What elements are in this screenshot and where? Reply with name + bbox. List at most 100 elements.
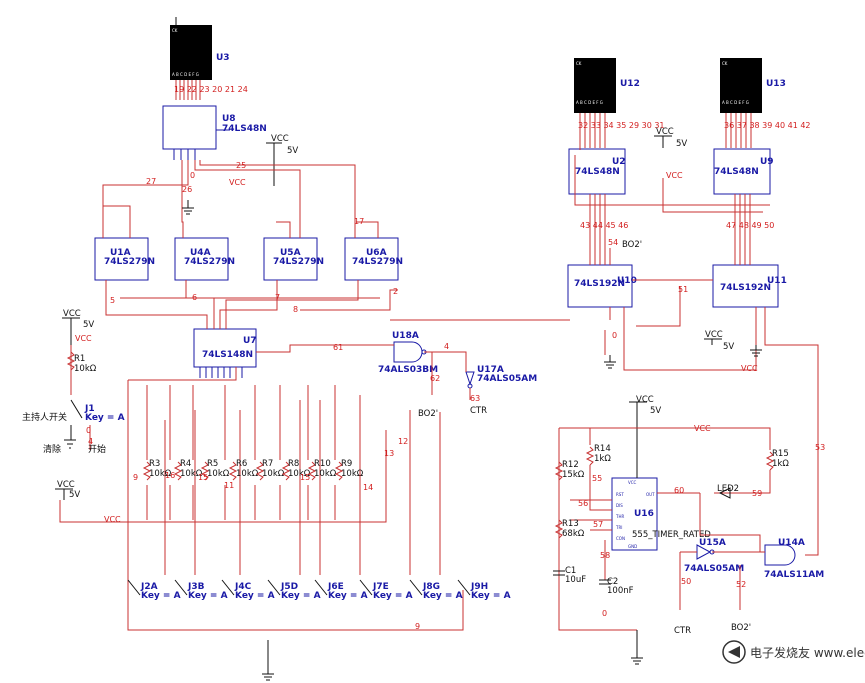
svg-text:CON: CON — [616, 536, 625, 541]
gate-ref: U17A — [477, 365, 504, 375]
resistor-ref: R9 — [341, 459, 352, 469]
display-pins: A B C D E F G — [722, 100, 749, 105]
resistor-ref: R12 — [562, 460, 579, 470]
gate-part: 74ALS05AM — [684, 564, 744, 574]
resistor-value: 10kΩ — [180, 469, 203, 479]
net-number: 0 — [190, 171, 195, 180]
vcc-node-top: VCC 5V — [266, 134, 298, 186]
svg-text:CK: CK — [172, 28, 178, 33]
resistor-ref: R13 — [562, 519, 579, 529]
display-nets: 32 33 34 35 29 30 31 — [578, 121, 665, 130]
net-number: 51 — [678, 285, 688, 294]
vcc-node-left: VCC 5V — [55, 480, 80, 500]
display-u13: CK A B C D E F G U13 36 37 38 39 40 41 4… — [720, 58, 811, 148]
vcc-node-timer: VCC 5V — [629, 395, 661, 478]
resistor-ref: R5 — [207, 459, 218, 469]
latch-u4a: U4A 74LS279N — [174, 237, 235, 281]
clear-label: 清除 — [43, 443, 61, 455]
signal-label: BO2' — [418, 409, 438, 419]
net-number: 0 — [602, 609, 607, 618]
switch-key: Key = A — [141, 591, 181, 601]
capacitor-ref: C2 — [607, 577, 618, 587]
net-number: 53 — [815, 443, 825, 452]
gate-u15a: U15A 74ALS05AM — [684, 538, 744, 574]
chip-ref: U8 — [222, 114, 236, 124]
switch-key: Key = A — [235, 591, 275, 601]
svg-text:CK: CK — [576, 61, 582, 66]
gate-part: 74ALS11AM — [764, 570, 824, 580]
encoder-u7: U7 74LS148N — [193, 328, 257, 378]
host-switch-label: 主持人开关 — [22, 411, 67, 423]
net-number: 4 — [444, 342, 449, 351]
chip-part: 555_TIMER_RATED — [632, 530, 711, 540]
chip-part: 74LS279N — [352, 257, 403, 267]
resistors: R1 10kΩ R3 10kΩ R4 10kΩ R5 10kΩ R6 10kΩ … — [66, 351, 789, 539]
net-number: 6 — [192, 293, 197, 302]
switch-ref: J8G — [422, 582, 440, 592]
latch-u5a: U5A 74LS279N — [263, 237, 324, 281]
watermark-text: 电子发烧友 www.elecfans.com — [750, 645, 865, 660]
net-number: 16 — [165, 471, 175, 480]
net-number: 8 — [293, 305, 298, 314]
resistor-ref: R6 — [236, 459, 247, 469]
net-number: 26 — [182, 185, 192, 194]
resistor-value: 10kΩ — [314, 469, 337, 479]
net-number: 17 — [354, 217, 364, 226]
switch-ref: J6E — [327, 582, 344, 592]
chip-part: 74LS192N — [574, 279, 625, 289]
display-nets: 19 22 23 20 21 24 — [174, 85, 248, 94]
resistor-value: 10kΩ — [149, 469, 172, 479]
voltage-label: 5V — [69, 490, 80, 500]
vcc-label: VCC — [57, 480, 75, 490]
svg-text:TRI: TRI — [615, 525, 622, 530]
display-ref: U13 — [766, 79, 786, 89]
resistor-ref: R14 — [594, 444, 611, 454]
switch-key: Key = A — [328, 591, 368, 601]
signal-label: CTR — [470, 406, 487, 416]
gate-part: 74ALS03BM — [378, 365, 438, 375]
net-number: 7 — [275, 293, 280, 302]
chip-ref: U2 — [612, 157, 626, 167]
grounds — [182, 200, 762, 681]
resistor-value: 68kΩ — [562, 529, 585, 539]
counter-u11: U11 74LS192N — [712, 264, 787, 308]
chip-part: 74LS279N — [273, 257, 324, 267]
resistor-ref: R1 — [74, 354, 85, 364]
capacitor-ref: C1 — [565, 566, 576, 576]
net-number: 0 — [612, 331, 617, 340]
switch-key: Key = A — [281, 591, 321, 601]
chip-part: 74LS279N — [184, 257, 235, 267]
chip-ref: U5A — [280, 248, 301, 258]
chip-part: 74LS192N — [720, 283, 771, 293]
vcc-label: VCC — [63, 309, 81, 319]
latch-u1a: U1A 74LS279N — [94, 237, 155, 281]
net-number: 11 — [224, 481, 234, 490]
net-number: 25 — [236, 161, 246, 170]
decoder-u2: U2 74LS48N — [568, 148, 626, 195]
switch-key: Key = A — [373, 591, 413, 601]
display-u3: CK A B C D E F G U3 19 22 23 20 21 24 — [170, 17, 248, 100]
capacitor-value: 10uF — [565, 575, 586, 585]
svg-text:RST: RST — [616, 492, 624, 497]
display-nets: 36 37 38 39 40 41 42 — [724, 121, 811, 130]
gate-u18a: U18A 74ALS03BM — [378, 331, 438, 375]
net-number: 54 — [608, 238, 618, 247]
chip-ref: U4A — [190, 248, 211, 258]
wiring — [59, 148, 819, 631]
net-number: 14 — [363, 483, 373, 492]
resistor-value: 10kΩ — [288, 469, 311, 479]
net-vcc-label: VCC — [229, 178, 246, 187]
net-vcc-label: VCC — [741, 364, 758, 373]
capacitor-value: 100nF — [607, 586, 634, 596]
net-number: 2 — [393, 287, 398, 296]
gate-ref: U18A — [392, 331, 419, 341]
switch-ref: J7E — [372, 582, 389, 592]
svg-text:OUT: OUT — [646, 492, 655, 497]
led-led2: LED2 — [717, 484, 739, 499]
voltage-label: 5V — [83, 320, 94, 330]
net-number: 59 — [752, 489, 762, 498]
voltage-label: 5V — [287, 146, 298, 156]
net-number: 62 — [430, 374, 440, 383]
resistor-value: 10kΩ — [74, 364, 97, 374]
